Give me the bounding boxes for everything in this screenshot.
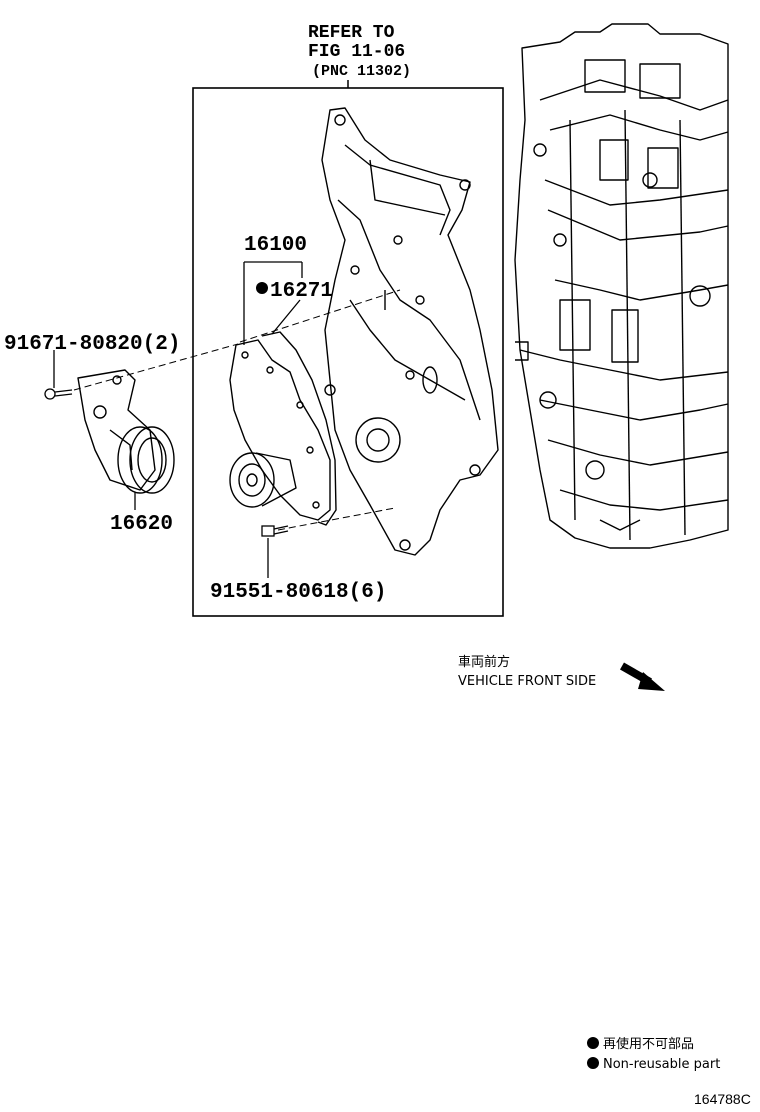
front-side-label-jp: 車両前方 bbox=[458, 654, 510, 670]
front-side-label-en: VEHICLE FRONT SIDE bbox=[458, 674, 596, 689]
water-pump-illustration bbox=[229, 331, 337, 526]
part-number-16620[interactable]: 16620 bbox=[110, 513, 173, 536]
illustration-id: 164788C bbox=[694, 1091, 751, 1107]
reference-line-3[interactable]: (PNC 11302) bbox=[312, 63, 411, 80]
reference-line-1[interactable]: REFER TO bbox=[308, 23, 395, 43]
part-number-91671[interactable]: 91671-80820(2) bbox=[4, 333, 180, 356]
reference-line-2[interactable]: FIG 11-06 bbox=[308, 42, 405, 62]
part-number-16100[interactable]: 16100 bbox=[244, 234, 307, 257]
engine-block-illustration bbox=[514, 23, 729, 549]
legend-marker-icon bbox=[587, 1057, 599, 1069]
legend-marker-icon bbox=[587, 1037, 599, 1049]
assembly-frame bbox=[192, 87, 504, 617]
belt-tensioner-illustration bbox=[77, 369, 175, 494]
pump-bolt-illustration bbox=[261, 525, 289, 537]
leader-lines bbox=[53, 261, 303, 578]
part-number-91551[interactable]: 91551-80618(6) bbox=[210, 581, 386, 604]
front-direction-arrow-icon bbox=[620, 662, 665, 691]
legend-label-jp: 再使用不可部品 bbox=[603, 1036, 694, 1052]
non-reusable-marker bbox=[256, 282, 268, 294]
legend-label-en: Non-reusable part bbox=[603, 1057, 720, 1072]
timing-chain-cover-illustration bbox=[321, 107, 499, 556]
alignment-lines bbox=[73, 289, 401, 531]
tensioner-bolt-illustration bbox=[44, 388, 73, 400]
part-number-16271[interactable]: 16271 bbox=[270, 280, 333, 303]
